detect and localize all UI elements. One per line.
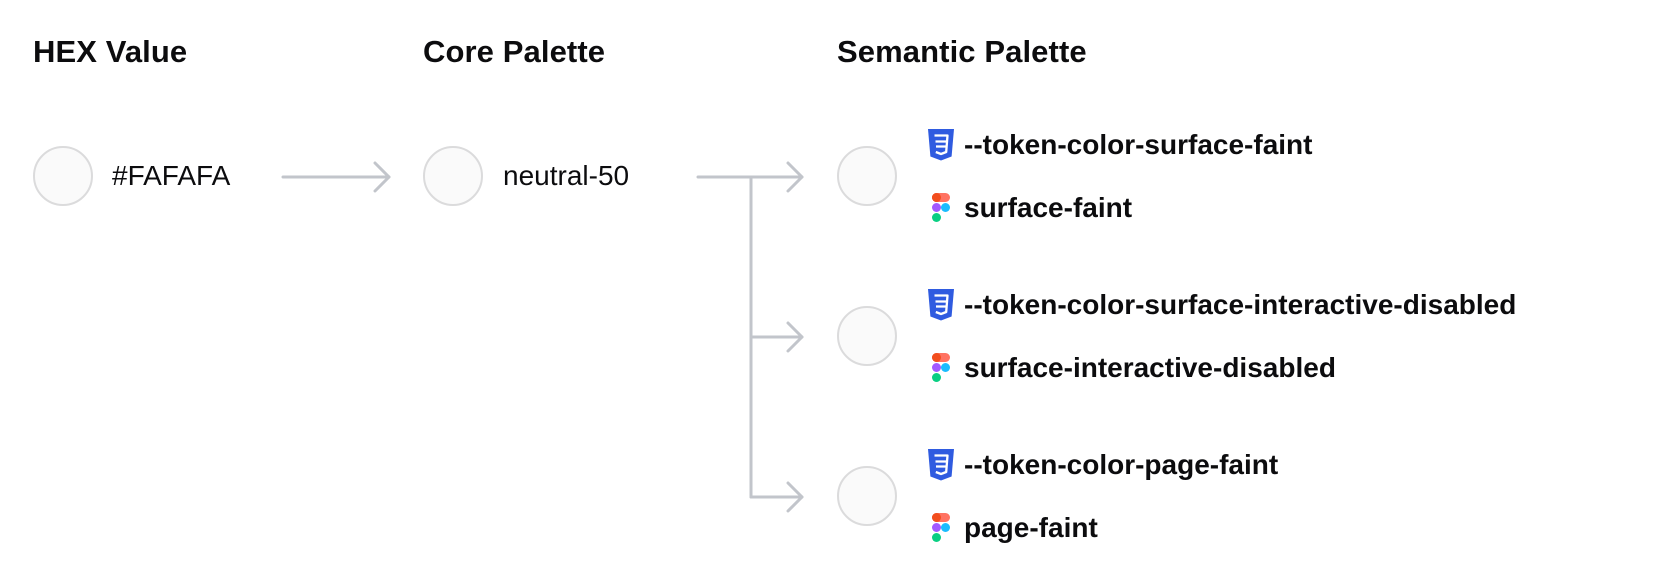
arrow-head-core — [373, 161, 391, 193]
css3-icon — [928, 289, 954, 321]
figma-token-label: page-faint — [964, 512, 1098, 543]
figma-icon — [932, 513, 950, 542]
core-palette-label: neutral-50 — [503, 160, 630, 191]
arrow-head-semantic-3 — [786, 481, 804, 513]
figma-icon — [932, 193, 950, 222]
css3-icon — [928, 129, 954, 161]
arrow-head-semantic-2 — [786, 321, 804, 353]
arrow-head-semantic-1 — [786, 161, 804, 193]
heading-hex-value: HEX Value — [33, 34, 188, 69]
figma-token-row: surface-interactive-disabled — [927, 348, 1336, 388]
css3-icon — [928, 449, 954, 481]
css-token-label: --token-color-surface-interactive-disabl… — [964, 289, 1517, 320]
semantic-color-swatch — [837, 306, 897, 366]
heading-core-palette: Core Palette — [423, 34, 606, 69]
hex-value-label: #FAFAFA — [112, 160, 231, 191]
css-token-label: --token-color-page-faint — [964, 449, 1279, 480]
semantic-color-swatch — [837, 146, 897, 206]
figma-token-row: surface-faint — [927, 188, 1132, 228]
figma-token-label: surface-interactive-disabled — [964, 352, 1336, 383]
figma-token-label: surface-faint — [964, 192, 1133, 223]
css-token-row: --token-color-page-faint — [927, 445, 1278, 485]
core-color-swatch — [423, 146, 483, 206]
css-token-row: --token-color-surface-faint — [927, 125, 1312, 165]
figma-icon — [932, 353, 950, 382]
css-token-row: --token-color-surface-interactive-disabl… — [927, 285, 1516, 325]
semantic-color-swatch — [837, 466, 897, 526]
figma-token-row: page-faint — [927, 508, 1098, 548]
css-token-label: --token-color-surface-faint — [964, 129, 1313, 160]
heading-semantic-palette: Semantic Palette — [837, 34, 1087, 69]
hex-color-swatch — [33, 146, 93, 206]
